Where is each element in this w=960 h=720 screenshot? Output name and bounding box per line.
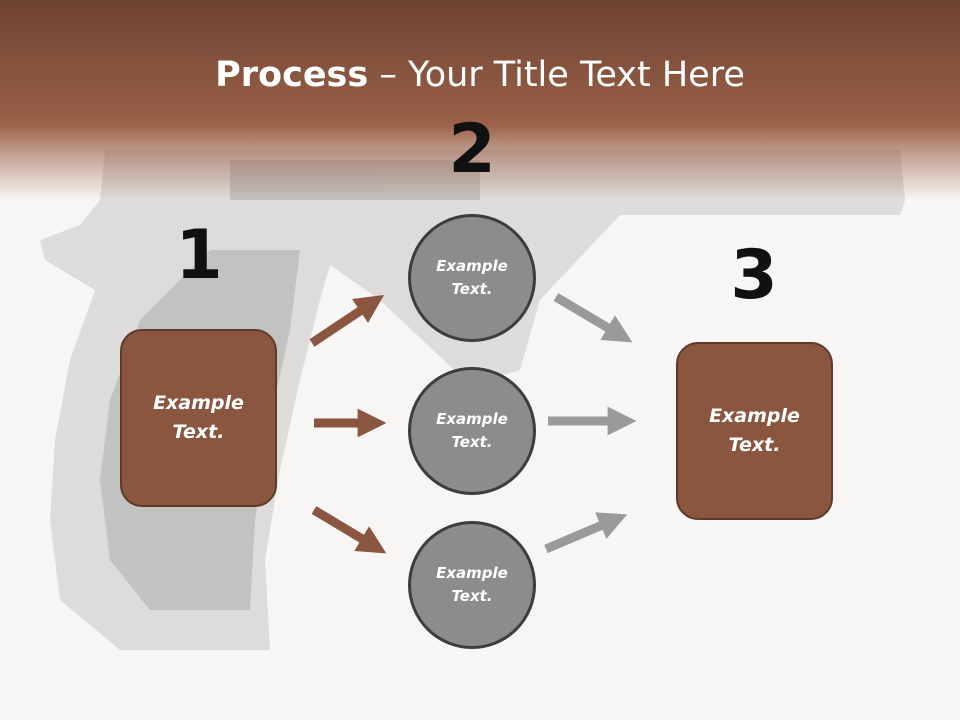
step-1-box[interactable]: Example Text. [120,329,277,507]
step-2-circle-middle[interactable]: Example Text. [408,367,536,495]
title-bold: Process [215,55,369,95]
step-number-1: 1 [175,216,223,295]
step-2-circle-top[interactable]: Example Text. [408,214,536,342]
step-1-box-text: Example Text. [153,392,244,443]
slide-title: Process – Your Title Text Here [0,52,960,98]
step-3-box[interactable]: Example Text. [676,342,833,520]
circle-top-text: Example Text. [436,257,508,298]
step-number-2: 2 [448,110,496,189]
arrow-1-to-circle-top [309,295,384,347]
arrow-circle-top-to-3 [553,293,633,343]
step-number-3: 3 [730,236,778,315]
step-2-circle-bottom[interactable]: Example Text. [408,521,536,649]
circle-middle-text: Example Text. [436,410,508,451]
title-rest: – Your Title Text Here [368,55,745,95]
arrow-1-to-circle-bottom [311,506,387,554]
title-band [0,0,960,200]
circle-bottom-text: Example Text. [436,564,508,605]
arrow-circle-bottom-to-3 [544,512,628,554]
step-3-box-text: Example Text. [709,405,800,456]
